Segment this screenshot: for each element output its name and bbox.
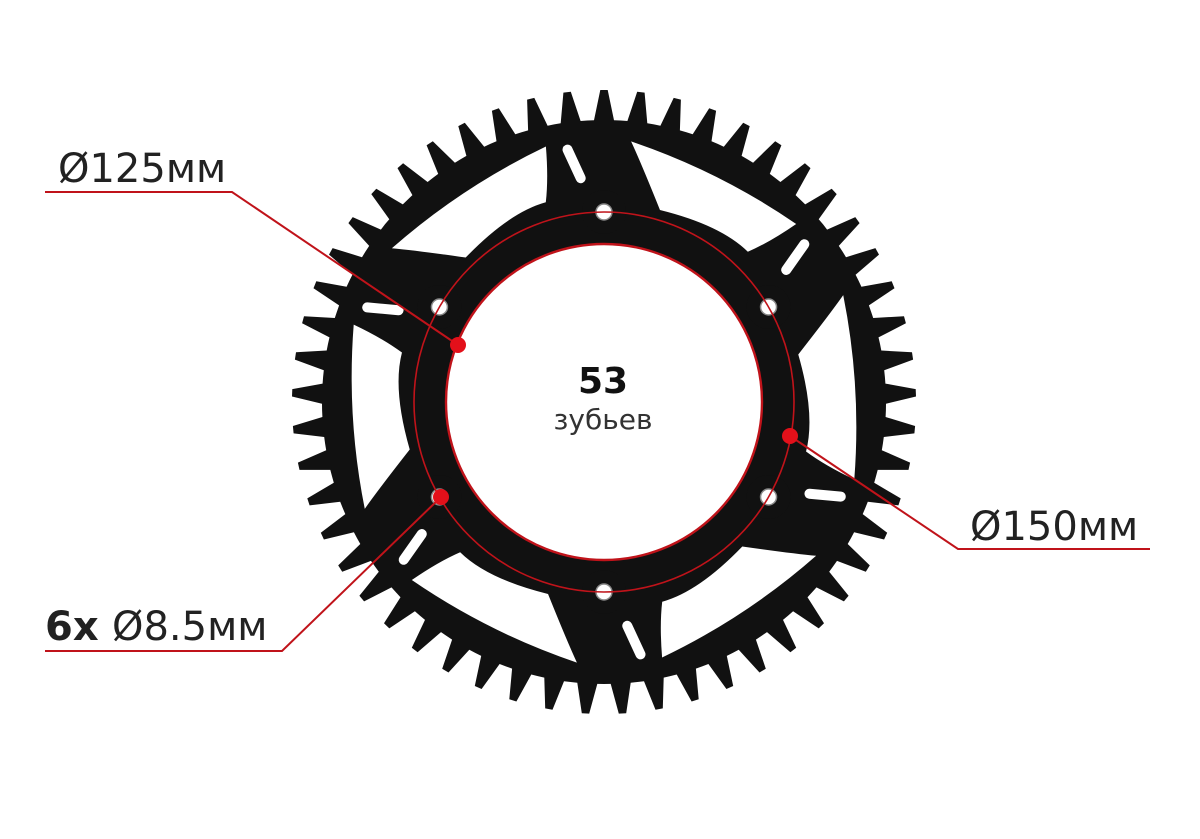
marker-inner-diameter [450,337,466,353]
lightening-cutouts [351,141,857,663]
spoke-slot [398,529,427,565]
leader-bolt-holes [45,496,442,652]
sprocket [292,90,916,714]
label-holes-count: 6x [45,604,99,650]
lightening-cutout [411,552,577,663]
teeth-count: 53 [578,361,628,402]
marker-outer-diameter [782,428,798,444]
spoke-slot [804,488,846,502]
spoke-slot [562,144,586,184]
leader-outer-diameter [789,435,1150,550]
lightening-cutout [391,146,548,258]
teeth-word: зубьев [554,403,653,436]
leader-inner-diameter [45,191,459,346]
marker-bolt-hole [433,489,449,505]
spoke-slot [781,239,810,275]
label-holes-diameter: Ø8.5мм [112,604,267,650]
lightening-cutout [631,141,797,252]
lightening-cutout [798,295,857,480]
lightening-cutout [660,546,817,658]
lightening-cutout [351,324,410,509]
spoke-slot [622,620,646,660]
center-bore-outline [444,242,764,562]
bolt-circle-outline [413,211,795,593]
label-outer-diameter: Ø150мм [970,504,1138,550]
label-inner-diameter: Ø125мм [58,146,226,192]
spoke-slot [362,302,404,316]
